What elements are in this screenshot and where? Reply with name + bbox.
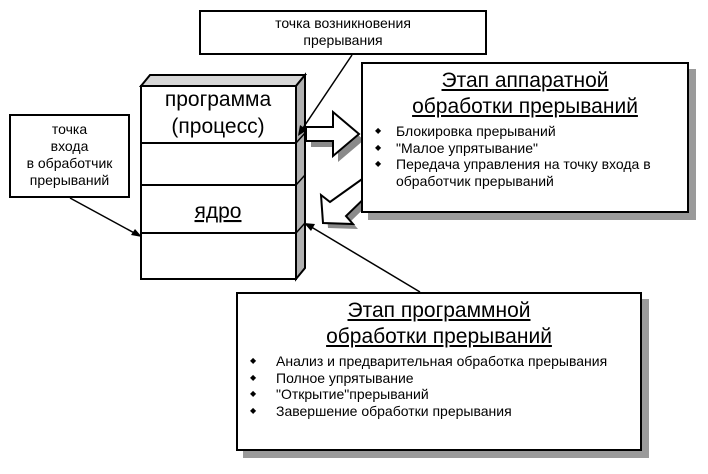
software-stage-title: Этап программной обработки прерываний [246, 298, 632, 350]
program-label-line-1: программа [165, 88, 272, 111]
handler-entry-callout: точка входа в обработчик прерываний [9, 114, 130, 198]
program-label-line-2: (процесс) [171, 115, 264, 138]
handler-entry-leader [69, 197, 139, 236]
callout-line: прерывания [303, 32, 383, 48]
hardware-stage-list: Блокировка прерываний "Малое упрятывание… [371, 123, 679, 189]
list-item: Блокировка прерываний [371, 123, 679, 140]
callout-line: точка возникновения [275, 15, 411, 31]
callout-line: входа [50, 138, 89, 154]
kernel-label: ядро [195, 200, 242, 223]
handler-entry-arrowhead [131, 229, 142, 237]
list-item: Полное упрятывание [246, 370, 632, 387]
software-stage-arrowhead [304, 223, 315, 231]
stack-top-face [138, 74, 308, 87]
software-stage-box: Этап программной обработки прерываний Ан… [236, 292, 642, 451]
segment-divider [295, 132, 306, 144]
callout-line: в обработчик [26, 155, 113, 171]
stack-front-face [140, 85, 297, 280]
title-line: обработки прерываний [326, 325, 552, 348]
software-stage-leader [307, 224, 421, 293]
interrupt-point-callout: точка возникновения прерывания [199, 10, 487, 55]
list-item: "Малое упрятывание" [371, 140, 679, 157]
software-stage-list: Анализ и предварительная обработка преры… [246, 353, 632, 419]
interrupt-point-leader [300, 54, 353, 132]
callout-line: точка [51, 121, 88, 137]
list-item: "Открытие"прерываний [246, 386, 632, 403]
title-line: Этап аппаратной [441, 69, 609, 92]
segment-divider [295, 174, 306, 186]
callout-line: прерываний [29, 172, 110, 188]
interrupt-point-arrowhead [298, 125, 307, 136]
block-arrow-right [305, 109, 361, 159]
list-item: Анализ и предварительная обработка преры… [246, 353, 632, 370]
segment-divider [295, 222, 306, 234]
hardware-stage-title: Этап аппаратной обработки прерываний [371, 68, 679, 120]
title-line: обработки прерываний [412, 95, 638, 118]
list-item: Передача управления на точку входа в обр… [371, 156, 679, 189]
title-line: Этап программной [347, 299, 531, 322]
list-item: Завершение обработки прерывания [246, 403, 632, 420]
hardware-stage-box: Этап аппаратной обработки прерываний Бло… [361, 62, 689, 213]
